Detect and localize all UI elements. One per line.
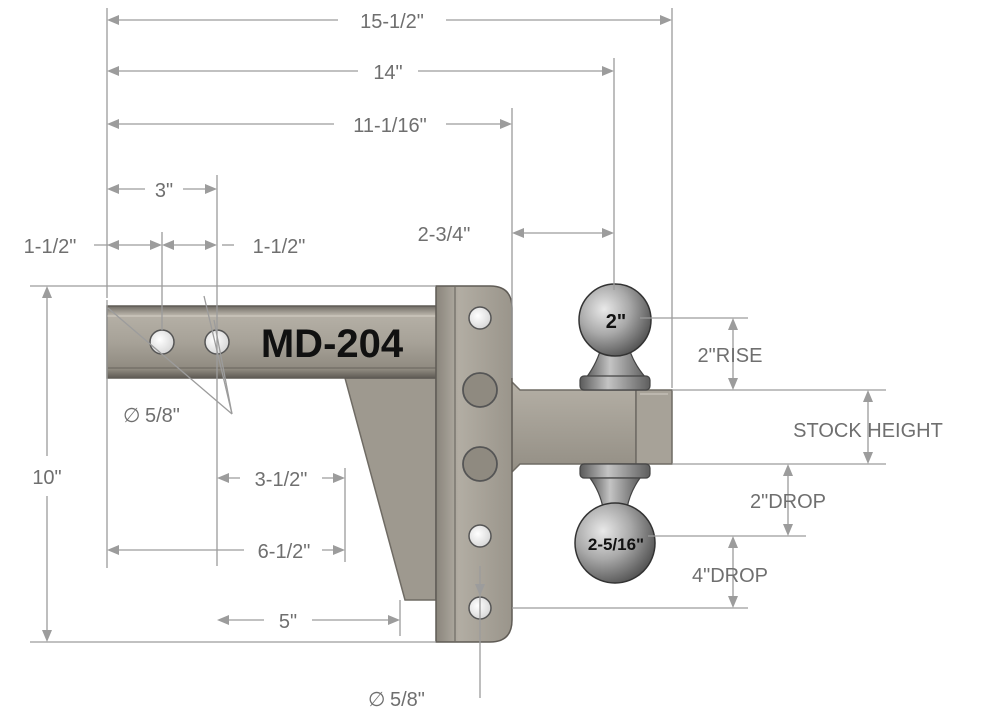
label-rise: 2"RISE	[698, 345, 763, 367]
dim-gusset-length: 5"	[217, 611, 400, 633]
top-hitch-ball: 2"	[578, 283, 652, 391]
label-stock-height: STOCK HEIGHT	[793, 420, 943, 442]
dim-drop-2: 2"DROP	[750, 464, 826, 536]
bottom-ball-size: 2-5/16"	[588, 535, 644, 554]
mount-pin-socket	[462, 446, 498, 482]
label-end-to-gusset: 6-1/2"	[258, 541, 311, 563]
label-hole-to-gusset: 3-1/2"	[255, 469, 308, 491]
dim-overall-height: 10"	[32, 286, 62, 642]
label-overall-height: 10"	[32, 467, 61, 489]
mount-hole-diameter-callout: ∅ 5/8"	[368, 566, 485, 711]
label-ball-offset: 2-3/4"	[418, 224, 471, 246]
dim-drop-4: 4"DROP	[692, 536, 768, 608]
label-length-ball-center: 14"	[373, 62, 402, 84]
bottom-hitch-ball: 2-5/16"	[574, 463, 656, 584]
label-mount-hole-diameter: 5/8"	[390, 689, 425, 711]
model-label: MD-204	[261, 322, 404, 366]
dim-ball-offset: 2-3/4"	[418, 224, 614, 246]
shank-hole-diameter-callout: ∅ 5/8"	[107, 295, 233, 427]
dim-stock-height: STOCK HEIGHT	[793, 390, 943, 464]
dim-rise: 2"RISE	[698, 318, 763, 390]
label-overall-length: 15-1/2"	[360, 11, 424, 33]
label-drop-2: 2"DROP	[750, 491, 826, 513]
dim-hole-spacing: 3"	[107, 180, 217, 202]
ball-arm	[507, 376, 637, 478]
diameter-symbol-mount: ∅	[368, 689, 385, 711]
dim-hole-offsets: 1-1/2" 1-1/2"	[24, 236, 306, 258]
shank-pin-hole	[149, 329, 175, 355]
label-hole-offset-right: 1-1/2"	[253, 236, 306, 258]
label-pin-hole-diameter: 5/8"	[145, 405, 180, 427]
gusset	[344, 377, 437, 601]
mount-pin-socket	[462, 372, 498, 408]
mount-hole	[468, 524, 492, 548]
label-drop-4: 4"DROP	[692, 565, 768, 587]
label-hole-offset-left: 1-1/2"	[24, 236, 77, 258]
label-gusset-length: 5"	[279, 611, 297, 633]
label-length-mount-face: 11-1/16"	[353, 115, 426, 137]
diameter-symbol-shank: ∅	[123, 405, 140, 427]
ball-platform	[635, 389, 673, 465]
dim-length-mount-face: 11-1/16"	[107, 115, 512, 137]
dim-length-ball-center: 14"	[107, 62, 614, 84]
mount-hole	[468, 306, 492, 330]
dim-overall-length: 15-1/2"	[107, 11, 672, 33]
label-hole-spacing: 3"	[155, 180, 173, 202]
dim-hole-to-gusset: 3-1/2"	[217, 469, 345, 491]
dim-end-to-gusset: 6-1/2"	[107, 541, 345, 563]
top-ball-size: 2"	[606, 311, 627, 333]
